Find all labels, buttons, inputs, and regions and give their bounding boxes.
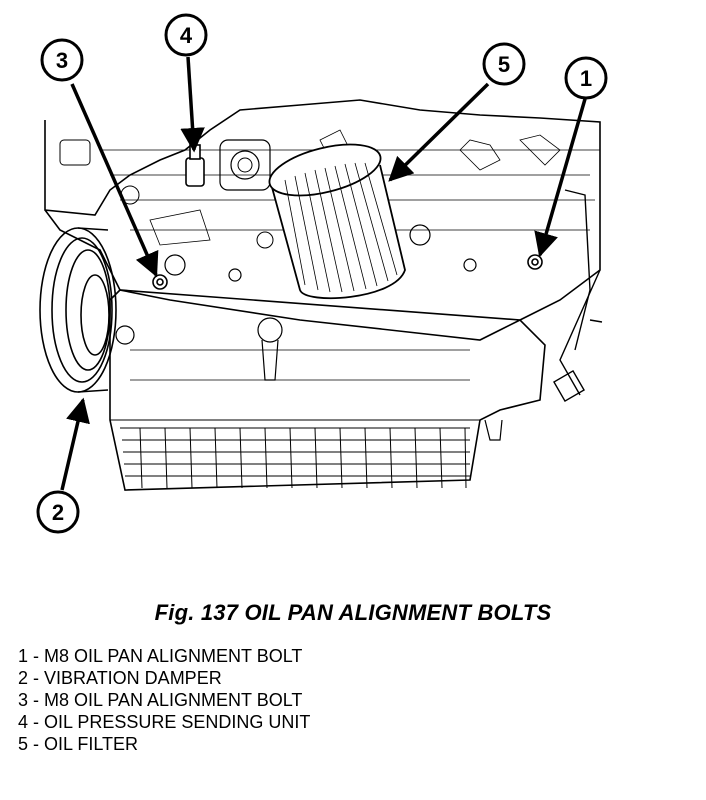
svg-text:1: 1 — [580, 66, 592, 91]
legend-item: 1 - M8 OIL PAN ALIGNMENT BOLT — [18, 646, 303, 666]
oil-pan-grille — [120, 427, 470, 489]
legend-list: 1 - M8 OIL PAN ALIGNMENT BOLT 2 - VIBRAT… — [18, 645, 310, 755]
legend-item: 5 - OIL FILTER — [18, 734, 139, 754]
oil-filter — [268, 143, 406, 300]
oil-pan — [109, 289, 546, 491]
svg-text:2: 2 — [52, 500, 64, 525]
legend-item: 3 - M8 OIL PAN ALIGNMENT BOLT — [18, 690, 303, 710]
engine-oil-pan-diagram: 1 2 3 4 5 — [36, 13, 608, 534]
svg-text:4: 4 — [180, 23, 193, 48]
oil-pressure-sending-unit — [185, 144, 205, 187]
vibration-damper — [39, 227, 117, 393]
callout-1: 1 — [564, 56, 608, 100]
callout-5: 5 — [482, 42, 526, 86]
callout-3: 3 — [40, 38, 84, 82]
legend-item: 2 - VIBRATION DAMPER — [18, 668, 222, 688]
legend-item: 4 - OIL PRESSURE SENDING UNIT — [18, 712, 311, 732]
svg-text:3: 3 — [56, 48, 68, 73]
callout-4: 4 — [164, 13, 208, 57]
alignment-bolt-right — [527, 254, 543, 270]
figure-caption: Fig. 137 OIL PAN ALIGNMENT BOLTS — [154, 600, 552, 625]
callout-2: 2 — [36, 490, 80, 534]
side-bracket — [553, 189, 603, 402]
svg-text:5: 5 — [498, 52, 510, 77]
alignment-bolt-left — [152, 274, 168, 290]
leader-lines — [60, 56, 587, 491]
